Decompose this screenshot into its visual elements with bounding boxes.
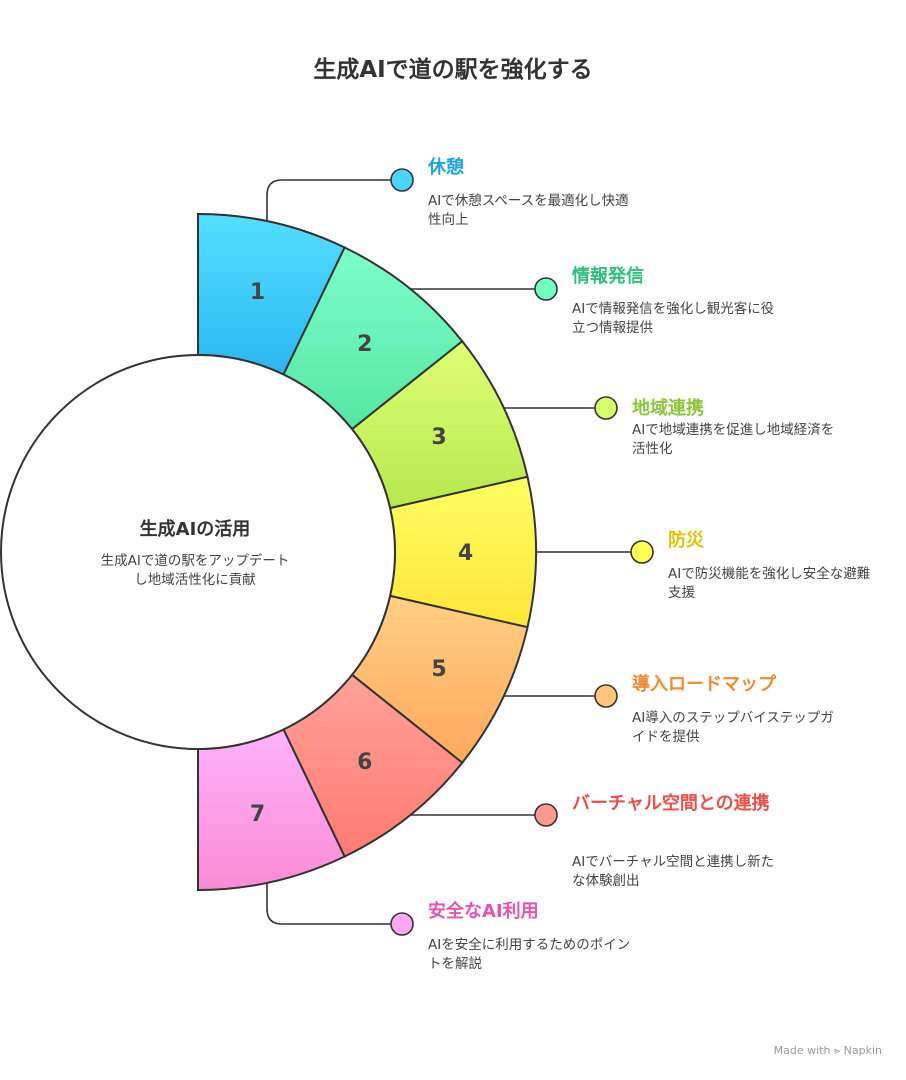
segment-number-3: 3 xyxy=(431,425,446,450)
item-description-7: AIを安全に利用するためのポイントを解説 xyxy=(428,937,631,972)
connector-7 xyxy=(266,882,391,925)
connector-1 xyxy=(266,179,391,224)
page-title: 生成AIで道の駅を強化する xyxy=(313,57,593,83)
napkin-credit[interactable]: Made with ⪢ Napkin xyxy=(773,1044,882,1057)
item-title-2: 情報発信 xyxy=(572,266,644,287)
item-title-5: 導入ロードマップ xyxy=(632,674,776,695)
marker-dot-6 xyxy=(534,803,558,827)
item-title-1: 休憩 xyxy=(428,157,464,178)
marker-dot-1 xyxy=(390,168,414,192)
center-description: 生成AIで道の駅をアップデートし地域活性化に貢献 xyxy=(100,553,290,588)
segment-number-2: 2 xyxy=(357,332,372,357)
item-description-1: AIで休憩スペースを最適化し快適性向上 xyxy=(428,193,629,228)
segment-number-6: 6 xyxy=(357,750,372,775)
item-description-4: AIで防災機能を強化し安全な避難支援 xyxy=(668,566,871,601)
item-title-4: 防災 xyxy=(668,530,704,551)
item-description-3: AIで地域連携を促進し地域経済を活性化 xyxy=(632,422,835,457)
center-title: 生成AIの活用 xyxy=(139,519,251,540)
center-circle xyxy=(0,354,396,750)
marker-dot-2 xyxy=(534,277,558,301)
marker-dot-7 xyxy=(390,912,414,936)
marker-dot-5 xyxy=(594,684,618,708)
item-description-5: AI導入のステップバイステップガイドを提供 xyxy=(632,710,834,745)
segment-number-7: 7 xyxy=(250,802,265,827)
segment-number-1: 1 xyxy=(250,280,265,305)
segment-number-4: 4 xyxy=(458,541,473,566)
item-description-2: AIで情報発信を強化し観光客に役立つ情報提供 xyxy=(572,301,775,336)
segment-number-5: 5 xyxy=(431,657,446,682)
item-description-6: AIでバーチャル空間と連携し新たな体験創出 xyxy=(572,854,775,889)
item-title-3: 地域連携 xyxy=(632,398,704,419)
marker-dot-3 xyxy=(594,396,618,420)
item-title-7: 安全なAI利用 xyxy=(428,901,539,922)
marker-dot-4 xyxy=(630,540,654,564)
item-title-6: バーチャル空間との連携 xyxy=(572,793,770,814)
